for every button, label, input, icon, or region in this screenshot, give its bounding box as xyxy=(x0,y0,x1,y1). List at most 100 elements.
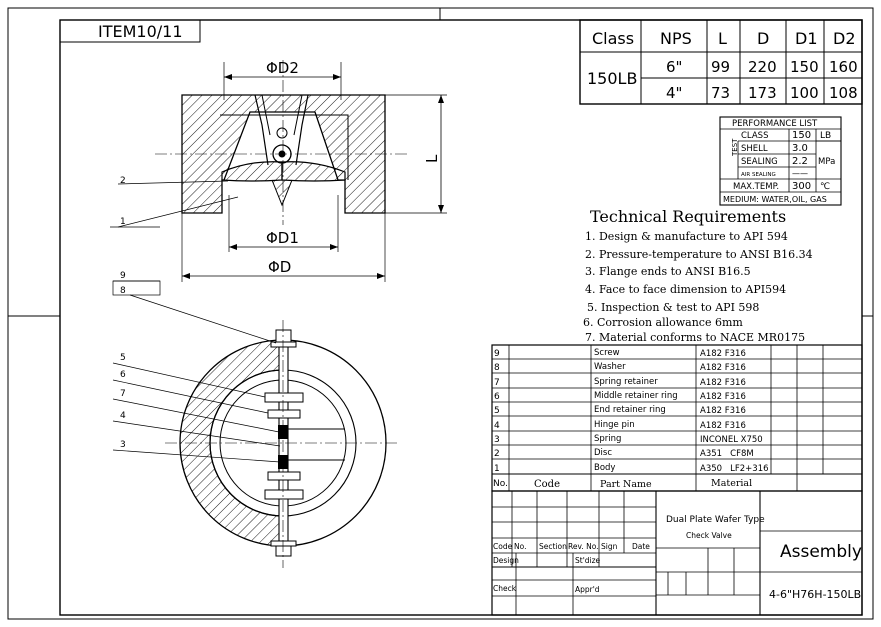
size-cell: 108 xyxy=(829,84,858,102)
callout-9: 9 xyxy=(120,271,126,281)
bom-part: Spring retainer xyxy=(594,377,658,387)
retainer-mid-bottom xyxy=(267,471,301,481)
perf-class-unit: LB xyxy=(820,131,831,141)
bom-no: 9 xyxy=(494,349,500,359)
bottom-screw xyxy=(275,545,292,557)
size-header-class: Class xyxy=(592,29,634,48)
bom-material: A350 LF2+316 xyxy=(700,464,769,474)
perf-maxtemp-unit: ℃ xyxy=(820,182,830,192)
bom-material: A182 F316 xyxy=(700,378,746,388)
tb-date-label: Date xyxy=(632,542,650,551)
body-bore xyxy=(220,114,349,180)
dim-label-l: L xyxy=(423,154,441,163)
perf-maxtemp-value: 300 xyxy=(792,181,811,192)
size-header-nps: NPS xyxy=(660,29,692,48)
size-class-value: 150LB xyxy=(587,69,637,88)
top-screw xyxy=(275,329,292,343)
perf-medium: MEDIUM: WATER,OIL, GAS xyxy=(723,195,827,204)
retainer-ring xyxy=(254,94,309,166)
tb-stdize-label: St'dize xyxy=(575,556,601,565)
perf-pressure-unit: MPa xyxy=(818,157,835,167)
bom-part: Hinge pin xyxy=(594,420,635,430)
retainer-ring-inner xyxy=(261,94,303,136)
bom-material: A182 F316 xyxy=(700,349,746,359)
requirement-item: 2. Pressure-temperature to ANSI B16.34 xyxy=(585,248,813,261)
tb-check-label: Check xyxy=(493,584,517,593)
perf-test-label: TEST xyxy=(731,138,739,157)
callout-1: 1 xyxy=(120,217,126,227)
bom-material: A182 F316 xyxy=(700,363,746,373)
callout-7: 7 xyxy=(120,389,126,399)
requirement-item: 6. Corrosion allowance 6mm xyxy=(583,316,743,329)
perf-air-label: AIR SEALING xyxy=(741,172,776,178)
tb-drawing-no: 4-6"H76H-150LB xyxy=(769,588,861,601)
bom-no: 7 xyxy=(494,378,500,388)
bom-no: 5 xyxy=(494,406,500,416)
size-header-d2: D2 xyxy=(833,29,856,48)
perf-class-value: 150 xyxy=(792,130,811,141)
disc-plate-right xyxy=(281,161,346,182)
bom-header-material: Material xyxy=(711,478,752,489)
disc-plate-left xyxy=(221,161,283,182)
top-screw-head xyxy=(270,341,297,348)
requirement-item: 7. Material conforms to NACE MR0175 xyxy=(585,331,805,344)
bom-no: 2 xyxy=(494,449,500,459)
callout-4: 4 xyxy=(120,411,126,421)
tb-no-label: No. xyxy=(514,542,526,551)
disc-hub xyxy=(271,179,293,207)
section-view: ΦD2 ΦD1 ΦD L 2 1 xyxy=(110,59,447,282)
bom-part: Spring xyxy=(594,434,621,444)
perf-air-value: —— xyxy=(792,169,808,178)
bom-no: 1 xyxy=(494,464,500,474)
bom-header-no: No. xyxy=(493,479,508,489)
perf-title: PERFORMANCE LIST xyxy=(732,119,818,129)
bom-table xyxy=(491,344,863,492)
perf-shell-value: 3.0 xyxy=(792,143,808,154)
bom-no: 4 xyxy=(494,421,500,431)
retainer-top xyxy=(264,392,304,403)
size-cell: 100 xyxy=(790,84,819,102)
size-cell: 220 xyxy=(748,58,777,76)
bom-part: End retainer ring xyxy=(594,405,666,415)
perf-shell-label: SHELL xyxy=(741,144,768,154)
tb-sign-label: Sign xyxy=(601,542,618,551)
hinge-bar xyxy=(278,339,289,553)
bom-material: A182 F316 xyxy=(700,406,746,416)
bom-rows: 9 Screw A182 F316 8 Washer A182 F316 7 S… xyxy=(494,348,769,474)
performance-table xyxy=(719,116,842,206)
tb-product: Dual Plate Wafer Type xyxy=(666,515,765,525)
bom-part: Screw xyxy=(594,348,620,358)
bom-material: A351 CF8M xyxy=(700,449,754,459)
dim-label-d2: ΦD2 xyxy=(266,59,299,77)
bom-part: Body xyxy=(594,463,615,473)
title-block xyxy=(491,490,863,616)
requirement-item: 1. Design & manufacture to API 594 xyxy=(585,230,788,243)
bom-part: Middle retainer ring xyxy=(594,391,678,401)
item-label-box xyxy=(59,19,201,43)
bom-part: Disc xyxy=(594,448,612,458)
size-cell: 160 xyxy=(829,58,858,76)
spring-coil xyxy=(276,127,288,139)
callout-6: 6 xyxy=(120,370,126,380)
bom-part: Washer xyxy=(594,362,626,372)
tb-product2: Check Valve xyxy=(686,531,732,540)
tb-section-label: Section xyxy=(539,542,567,551)
bom-material: INCONEL X750 xyxy=(700,435,763,445)
size-table xyxy=(579,19,863,105)
perf-sealing-label: SEALING xyxy=(741,157,778,167)
perf-sealing-value: 2.2 xyxy=(792,156,808,167)
retainer-bottom xyxy=(264,489,304,500)
bom-material: A182 F316 xyxy=(700,421,746,431)
item-label: ITEM10/11 xyxy=(98,22,183,41)
tb-code-label: Code xyxy=(493,542,513,551)
size-cell: 173 xyxy=(748,84,777,102)
callout-2: 2 xyxy=(120,176,126,186)
dim-label-d: ΦD xyxy=(268,258,291,276)
tb-apprd-label: Appr'd xyxy=(575,585,600,594)
size-header-d: D xyxy=(757,29,769,48)
inner-border xyxy=(59,19,863,616)
bom-material: A182 F316 xyxy=(700,392,746,402)
callout-3: 3 xyxy=(120,440,126,450)
bom-no: 6 xyxy=(494,392,500,402)
